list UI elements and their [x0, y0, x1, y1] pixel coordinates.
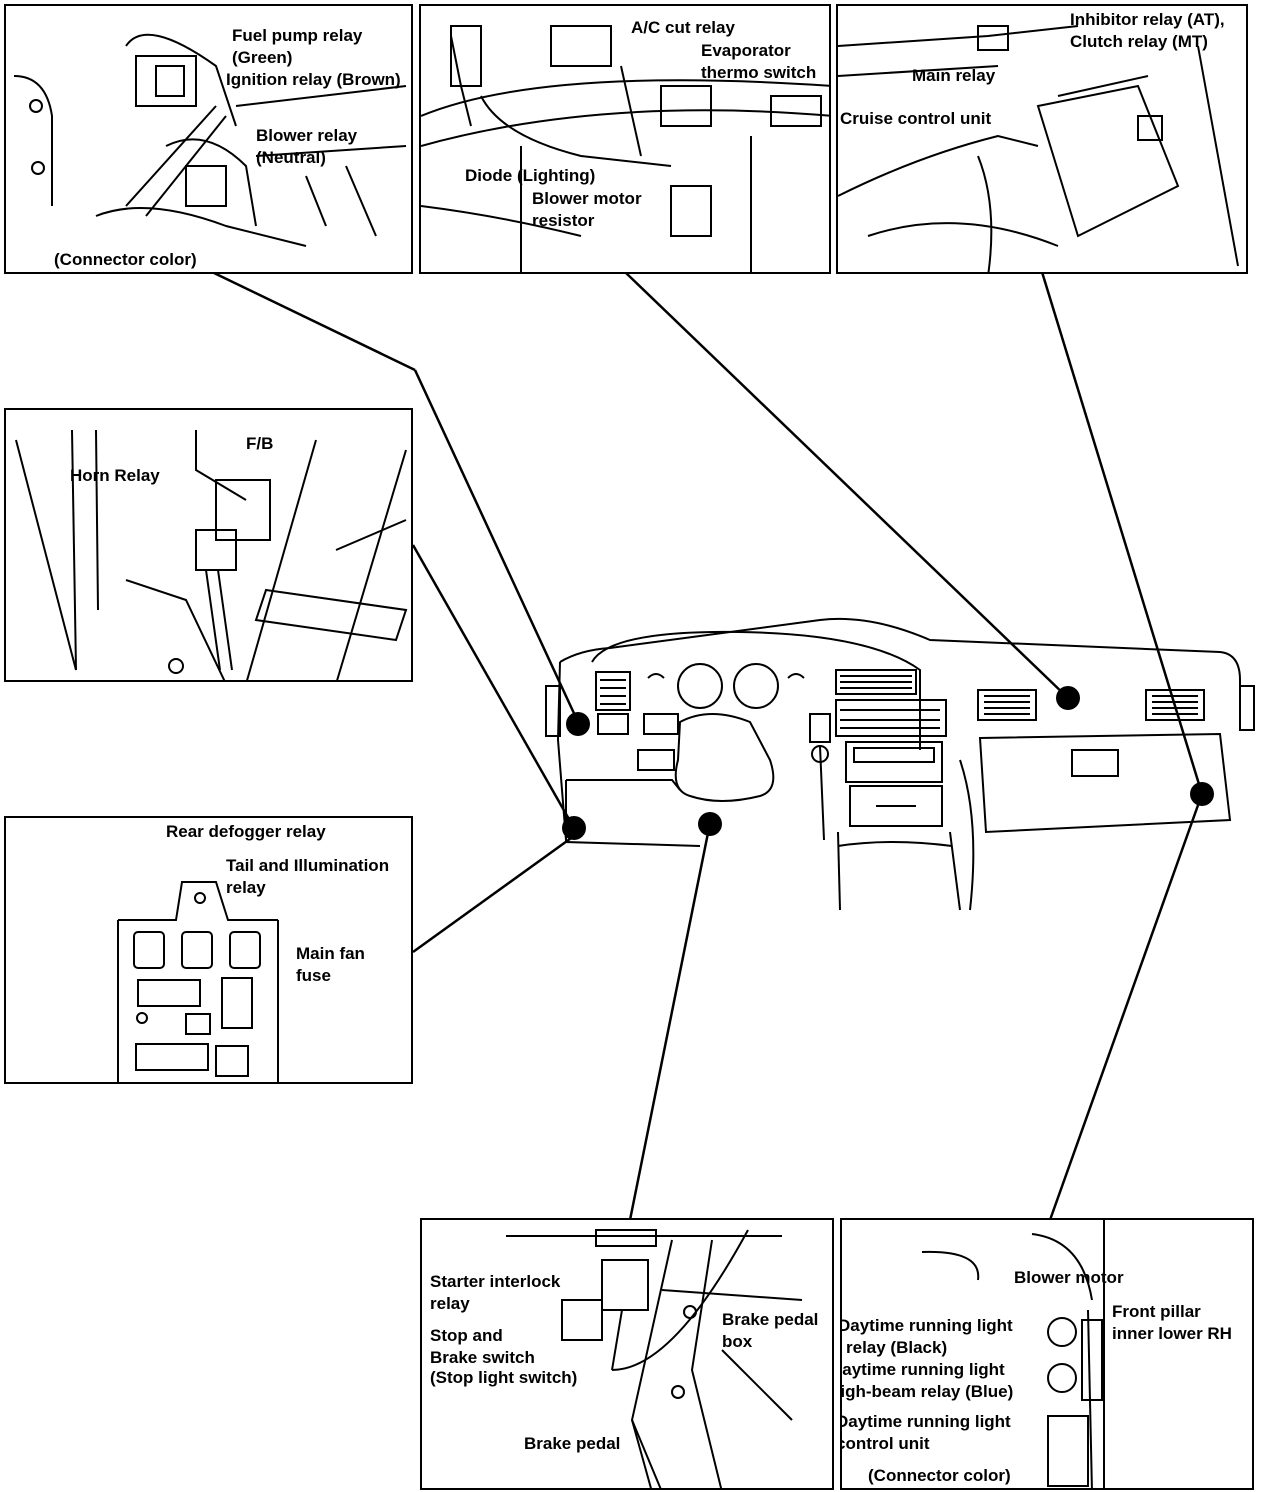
- label-brake-pedal: Brake pedal: [524, 1434, 621, 1453]
- label-tail-illum-1: Tail and Illumination: [226, 856, 390, 875]
- label-blower-relay: Blower relay: [256, 126, 358, 145]
- label-stop-3: (Stop light switch): [430, 1368, 578, 1387]
- main-relay-drawing: [838, 25, 1239, 272]
- label-diode: Diode (Lighting): [465, 166, 596, 185]
- marker-top-left: [566, 712, 590, 736]
- marker-right: [1190, 782, 1214, 806]
- label-main-fan-2: fuse: [296, 966, 331, 985]
- label-cruise-control: Cruise control unit: [840, 109, 992, 128]
- label-fuel-pump-color: (Green): [232, 48, 293, 67]
- label-fb: F/B: [246, 434, 274, 453]
- label-stop-1: Stop and: [430, 1326, 503, 1345]
- fuse-box-drawing: [117, 881, 279, 1082]
- label-stop-2: Brake switch: [430, 1348, 535, 1367]
- panel-top-middle: A/C cut relay Evaporator thermo switch D…: [419, 4, 831, 274]
- label-ac-cut-relay: A/C cut relay: [631, 18, 735, 37]
- label-ignition-relay: Ignition relay (Brown): [226, 70, 401, 89]
- label-horn-relay: Horn Relay: [70, 466, 160, 485]
- label-blower-motor: Blower motor: [1014, 1268, 1124, 1287]
- panel-brake-pedal: Starter interlock relay Stop and Brake s…: [420, 1218, 834, 1490]
- label-brake-box-2: box: [722, 1332, 753, 1351]
- leader-top-middle: [624, 271, 1069, 699]
- label-fuel-pump-relay: Fuel pump relay: [232, 26, 363, 45]
- panel-top-left: Fuel pump relay (Green) Ignition relay (…: [4, 4, 413, 274]
- label-main-relay: Main relay: [912, 66, 996, 85]
- dashboard-drawing: [545, 617, 1255, 911]
- label-front-pillar-2: inner lower RH: [1112, 1324, 1232, 1343]
- label-starter-1: Starter interlock: [430, 1272, 561, 1291]
- label-pillar-connector-color: (Connector color): [868, 1466, 1011, 1485]
- ac-relay-drawing: [421, 25, 829, 272]
- label-starter-2: relay: [430, 1294, 470, 1313]
- location-markers: [562, 686, 1214, 840]
- marker-top-middle: [1056, 686, 1080, 710]
- leader-top-left: [211, 270, 416, 372]
- label-blower-resistor-2: resistor: [532, 211, 595, 230]
- label-blower-resistor-1: Blower motor: [532, 189, 642, 208]
- label-drl-cu-2: control unit: [840, 1434, 930, 1453]
- leader-top-left-2: [413, 369, 580, 723]
- label-inhibitor-relay: Inhibitor relay (AT),: [1070, 10, 1225, 29]
- label-evaporator-2: thermo switch: [701, 63, 817, 82]
- brake-pedal-drawing: [506, 1229, 803, 1488]
- label-evaporator-1: Evaporator: [701, 41, 791, 60]
- label-front-pillar-1: Front pillar: [1112, 1302, 1201, 1321]
- label-drl-hb-1: Daytime running light: [840, 1360, 1005, 1379]
- marker-pedal: [698, 812, 722, 836]
- leader-fuse-box: [412, 834, 575, 954]
- panel-horn-relay: F/B Horn Relay: [4, 408, 413, 682]
- marker-fuse: [562, 816, 586, 840]
- label-connector-color: (Connector color): [54, 250, 197, 269]
- label-drl-relay-1: Daytime running light: [840, 1316, 1013, 1335]
- panel-front-pillar: Blower motor Front pillar inner lower RH…: [840, 1218, 1254, 1490]
- relay-cluster-drawing: [13, 33, 407, 247]
- label-main-fan-1: Main fan: [296, 944, 365, 963]
- label-rear-defogger: Rear defogger relay: [166, 822, 326, 841]
- label-blower-relay-color: (Neutral): [256, 148, 326, 167]
- panel-top-right: Inhibitor relay (AT), Clutch relay (MT) …: [836, 4, 1248, 274]
- label-clutch-relay: Clutch relay (MT): [1070, 32, 1208, 51]
- label-drl-cu-1: Daytime running light: [840, 1412, 1011, 1431]
- label-drl-relay-2: relay (Black): [846, 1338, 948, 1357]
- horn-relay-drawing: [15, 429, 408, 680]
- panel-fuse-box: Rear defogger relay Tail and Illuminatio…: [4, 816, 413, 1084]
- leader-pedal: [628, 822, 712, 1221]
- leader-horn: [411, 544, 576, 829]
- label-tail-illum-2: relay: [226, 878, 266, 897]
- front-pillar-drawing: [921, 1220, 1105, 1488]
- leader-pillar: [1048, 793, 1204, 1221]
- label-drl-hb-2: high-beam relay (Blue): [840, 1382, 1014, 1401]
- label-brake-box-1: Brake pedal: [722, 1310, 819, 1329]
